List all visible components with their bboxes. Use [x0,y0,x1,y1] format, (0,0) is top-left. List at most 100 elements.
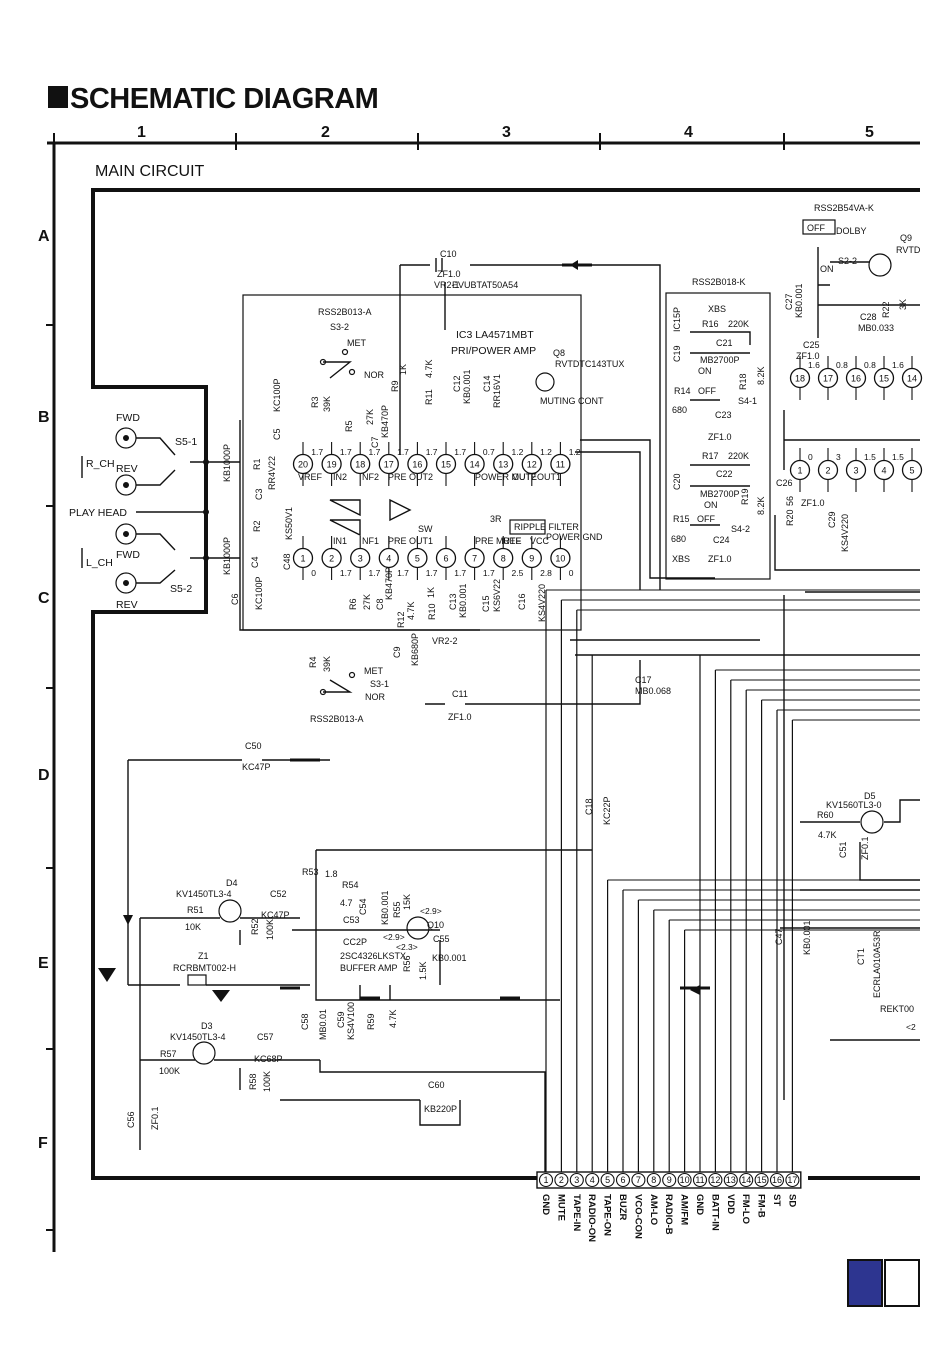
ic-right-mid-pin-4: 4 [873,448,895,492]
ic3-top-pin-19: 19 [321,442,342,486]
ic3-bottom-pin-5: 5 [407,536,428,580]
ic3-top-pin-number: 18 [355,460,365,470]
d3-label: D3 [201,1021,213,1031]
s42-label: S4-2 [731,524,750,534]
c8-label: C8 [375,598,385,610]
head-coil-2 [115,474,137,496]
q8-part-label: RVTDTC143TUX [555,359,624,369]
connector-pin-number: 12 [710,1175,720,1185]
nor-label-2: NOR [365,692,386,702]
connector-pin-label: TAPE-IN [571,1194,582,1231]
in1-label: IN1 [333,536,347,546]
off-label-2: OFF [697,514,715,524]
connector-pin-number: 2 [559,1175,564,1185]
r6-value: 27K [362,594,372,610]
c7-label: C7 [370,436,380,448]
met-label-1: MET [347,338,367,348]
c12-value: KB0.001 [462,369,472,404]
ic3-bottom-pin-number: 3 [358,554,363,564]
row-label-f: F [38,1135,48,1152]
ic-right-top-pin-number: 15 [879,374,889,384]
ic3-bottom-voltage: 1.7 [340,568,352,578]
ic3-bottom-voltage: 0 [569,568,574,578]
pwrmute-label: POWER MUTE [475,472,537,482]
r20-label: R20 [785,509,795,526]
ic3-bottom-voltage: 0 [311,568,316,578]
r53-label: R53 [302,867,319,877]
ic3-top-pin-18: 18 [350,442,371,486]
r18-label: R18 [738,373,748,390]
r53-value: 1.8 [325,869,338,879]
column-label-2: 2 [321,124,330,141]
c47-label: C47 [774,928,784,945]
c16-value: KS4V220 [537,584,547,622]
c28-value: MB0.033 [858,323,894,333]
nor-label-1: NOR [364,370,385,380]
c19-label: C19 [672,345,682,362]
c4-label: C4 [250,556,260,568]
ct1-label: CT1 [856,948,866,965]
kc100p-label: KC100P [272,378,282,412]
page-badge-filled [847,1259,883,1307]
nf1-label: NF1 [362,536,379,546]
head-coil-1 [115,427,137,449]
c17-label: C17 [635,675,652,685]
ic3-function-label: PRI/POWER AMP [451,345,536,357]
ic3-top-pin-15: 15 [435,442,457,486]
connector-pin-number: 15 [757,1175,767,1185]
c60-label: C60 [428,1080,445,1090]
ic3-top-pin-number: 11 [556,460,565,470]
r15-label: R15 [673,514,690,524]
q8-label: Q8 [553,348,565,358]
c7-value: KB470P [380,405,390,438]
on-label-2: ON [704,500,718,510]
c10-value: ZF1.0 [437,269,461,279]
ic3-top-pin-12: 12 [521,442,542,486]
r22-label: R22 [881,301,891,318]
rev-label-2: REV [116,599,138,611]
ic-right-mid-pin-number: 5 [909,466,914,476]
c51-value: ZF0.1 [860,836,870,860]
ic-right-top-pin-15: 15 [873,356,895,400]
ic3-top-pin-number: 16 [412,460,422,470]
tuner-section: C50 KC47P D4 KV1450TL3-4 R51 10K C52 KC4… [98,741,710,1178]
c54-value: KB0.001 [380,890,390,925]
c52-label: C52 [270,889,287,899]
c27-label: C27 [784,293,794,310]
ic3-block: RSS2B013-A S3-2 MET NOR R3 39K R5 27K C7… [242,280,624,724]
c58-value: MB0.01 [318,1009,328,1040]
preout2-label: PRE OUT2 [388,472,433,482]
v23-label: <2.3> [396,942,418,952]
page-badge-empty [884,1259,920,1307]
r60-value: 4.7K [818,830,837,840]
ic3-top-voltage: 1.2 [540,447,552,457]
connector-pin-number: 6 [620,1175,625,1185]
d3-part-label: KV1450TL3-4 [170,1032,226,1042]
r58-label: R58 [248,1073,258,1090]
ic3-top-voltage: 1.7 [369,447,381,457]
ic3-top-pin-14: 14 [464,442,485,486]
c24-label: C24 [713,535,730,545]
play-head-section: PLAY HEAD R_CH L_CH FWD REV FWD REV S5-1… [69,412,240,611]
page-title: SCHEMATIC DIAGRAM [70,83,378,115]
q9-label: Q9 [900,233,912,243]
ripple-label: RIPPLE FILTER [514,522,579,532]
ic-right-top-voltage: 0.8 [836,360,848,370]
q10-label: Q10 [427,920,444,930]
rch-label: R_CH [86,458,115,470]
q9-transistor [868,253,892,277]
column-label-3: 3 [502,124,511,141]
on-label-3: ON [820,264,834,274]
c50-label: C50 [245,741,262,751]
c9-value: KB680P [410,633,420,666]
r10-value: 1K [426,587,436,598]
connector-pin-number: 7 [636,1175,641,1185]
q9-part-label: RVTD [896,245,921,255]
d5-label: D5 [864,791,876,801]
r3-value: 39K [322,396,332,412]
title-bullet [48,86,68,108]
c52-value: KC47P [261,910,290,920]
mb2700p-label-1: MB2700P [700,355,740,365]
ic3-top-pin-number: 19 [327,460,337,470]
